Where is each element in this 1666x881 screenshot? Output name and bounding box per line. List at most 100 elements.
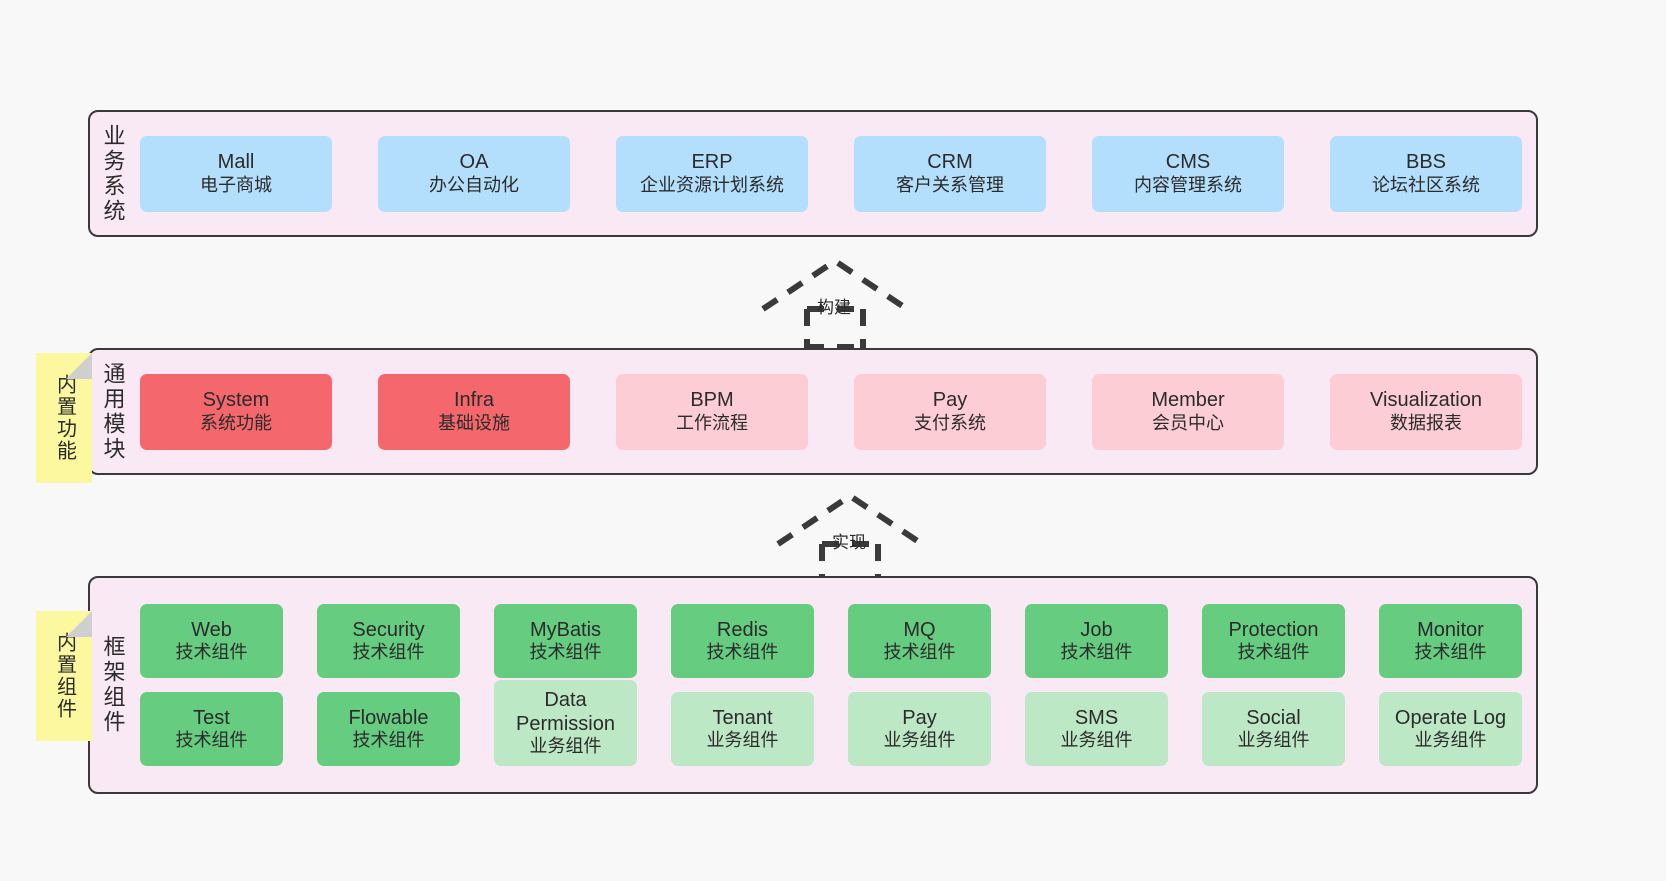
card-redis[interactable]: Redis 技术组件 [671,604,814,678]
card-protection[interactable]: Protection 技术组件 [1202,604,1345,678]
card-crm-cn: 客户关系管理 [896,174,1004,195]
card-flowable-cn: 技术组件 [352,730,425,751]
card-member[interactable]: Member 会员中心 [1092,373,1284,450]
card-sms[interactable]: SMS 业务组件 [1025,692,1168,766]
card-data-permission[interactable]: Data Permission 业务组件 [494,680,637,766]
card-oa[interactable]: OA 办公自动化 [378,135,570,212]
card-data-permission-cn: 业务组件 [529,736,602,757]
card-bbs-en: BBS [1405,151,1447,174]
layer-body-common-modules: System 系统功能 Infra 基础设施 BPM 工作流程 Pay 支付系统… [136,350,1536,473]
sticky-note-builtin-functions-label: 内置功能 [53,374,76,462]
card-redis-en: Redis [716,618,769,641]
card-web-en: Web [191,618,232,641]
card-infra-cn: 基础设施 [438,412,510,433]
card-bbs[interactable]: BBS 论坛社区系统 [1330,135,1522,212]
card-monitor-cn: 技术组件 [1414,642,1487,663]
card-crm[interactable]: CRM 客户关系管理 [854,135,1046,212]
card-security-en: Security [352,618,425,641]
card-job[interactable]: Job 技术组件 [1025,604,1168,678]
card-protection-en: Protection [1228,618,1319,641]
framework-row-1: Web 技术组件 Security 技术组件 MyBatis 技术组件 Redi… [140,604,1522,678]
card-social-cn: 业务组件 [1237,730,1310,751]
card-monitor-en: Monitor [1417,618,1484,641]
card-mybatis-en: MyBatis [529,618,602,641]
card-operate-log-en: Operate Log [1394,706,1507,729]
card-erp-en: ERP [691,151,733,174]
card-erp[interactable]: ERP 企业资源计划系统 [616,135,808,212]
card-flowable[interactable]: Flowable 技术组件 [317,692,460,766]
card-social[interactable]: Social 业务组件 [1202,692,1345,766]
sticky-note-builtin-components-label: 内置组件 [53,632,76,720]
card-system-en: System [202,389,270,412]
layer-framework-components: 框架组件 Web 技术组件 Security 技术组件 MyBatis 技术组件… [88,576,1538,794]
card-test-cn: 技术组件 [175,730,248,751]
layer-title-framework-components: 框架组件 [100,635,126,735]
card-protection-cn: 技术组件 [1237,642,1310,663]
card-system-cn: 系统功能 [200,412,272,433]
card-bpm[interactable]: BPM 工作流程 [616,373,808,450]
card-mybatis-cn: 技术组件 [529,642,602,663]
card-test[interactable]: Test 技术组件 [140,692,283,766]
card-pay-module[interactable]: Pay 支付系统 [854,373,1046,450]
card-pay-module-cn: 支付系统 [914,412,986,433]
card-social-en: Social [1246,706,1301,729]
connector-implement-label: 实现 [832,533,866,552]
card-redis-cn: 技术组件 [706,642,779,663]
card-mq-cn: 技术组件 [883,642,956,663]
card-security[interactable]: Security 技术组件 [317,604,460,678]
card-data-permission-en: Data Permission [516,688,615,736]
card-mq-en: MQ [903,618,936,641]
card-cms[interactable]: CMS 内容管理系统 [1092,135,1284,212]
card-mall[interactable]: Mall 电子商城 [140,135,332,212]
layer-body-framework-components: Web 技术组件 Security 技术组件 MyBatis 技术组件 Redi… [136,578,1536,792]
card-bpm-cn: 工作流程 [676,412,748,433]
layer-title-business-system: 业务系统 [100,123,126,224]
sticky-note-builtin-components: 内置组件 [36,611,92,741]
layer-title-common-modules: 通用模块 [100,361,126,462]
card-tenant[interactable]: Tenant 业务组件 [671,692,814,766]
card-cms-en: CMS [1165,151,1211,174]
framework-row-2: Test 技术组件 Flowable 技术组件 Data Permission … [140,680,1522,766]
card-mall-en: Mall [217,151,255,174]
card-bbs-cn: 论坛社区系统 [1372,174,1480,195]
card-pay-component-en: Pay [902,706,937,729]
card-tenant-en: Tenant [712,706,773,729]
card-oa-cn: 办公自动化 [429,174,519,195]
card-job-en: Job [1080,618,1113,641]
card-sms-cn: 业务组件 [1060,730,1133,751]
layer-common-modules: 通用模块 System 系统功能 Infra 基础设施 BPM 工作流程 Pay [88,348,1538,475]
card-flowable-en: Flowable [348,706,429,729]
connector-build: 构建 [755,255,915,350]
card-operate-log-cn: 业务组件 [1414,730,1487,751]
card-visualization-en: Visualization [1370,389,1482,412]
layer-body-business-system: Mall 电子商城 OA 办公自动化 ERP 企业资源计划系统 CRM 客户关系… [136,112,1536,235]
card-member-cn: 会员中心 [1152,412,1224,433]
card-cms-cn: 内容管理系统 [1134,174,1242,195]
card-mall-cn: 电子商城 [200,174,272,195]
module-card-row: System 系统功能 Infra 基础设施 BPM 工作流程 Pay 支付系统… [140,373,1522,450]
card-test-en: Test [193,706,230,729]
card-mybatis[interactable]: MyBatis 技术组件 [494,604,637,678]
connector-build-label: 构建 [817,298,851,317]
card-bpm-en: BPM [690,389,734,412]
card-tenant-cn: 业务组件 [706,730,779,751]
card-infra[interactable]: Infra 基础设施 [378,373,570,450]
card-pay-component[interactable]: Pay 业务组件 [848,692,991,766]
card-pay-component-cn: 业务组件 [883,730,956,751]
card-oa-en: OA [459,151,489,174]
card-erp-cn: 企业资源计划系统 [640,174,784,195]
card-web-cn: 技术组件 [175,642,248,663]
layer-business-system: 业务系统 Mall 电子商城 OA 办公自动化 ERP 企业资源计划系统 CRM [88,110,1538,237]
card-monitor[interactable]: Monitor 技术组件 [1379,604,1522,678]
connector-implement: 实现 [770,490,930,585]
card-mq[interactable]: MQ 技术组件 [848,604,991,678]
card-operate-log[interactable]: Operate Log 业务组件 [1379,692,1522,766]
card-crm-en: CRM [927,151,973,174]
business-card-row: Mall 电子商城 OA 办公自动化 ERP 企业资源计划系统 CRM 客户关系… [140,135,1522,212]
card-system[interactable]: System 系统功能 [140,373,332,450]
sticky-note-builtin-functions: 内置功能 [36,353,92,483]
card-visualization[interactable]: Visualization 数据报表 [1330,373,1522,450]
card-web[interactable]: Web 技术组件 [140,604,283,678]
card-security-cn: 技术组件 [352,642,425,663]
